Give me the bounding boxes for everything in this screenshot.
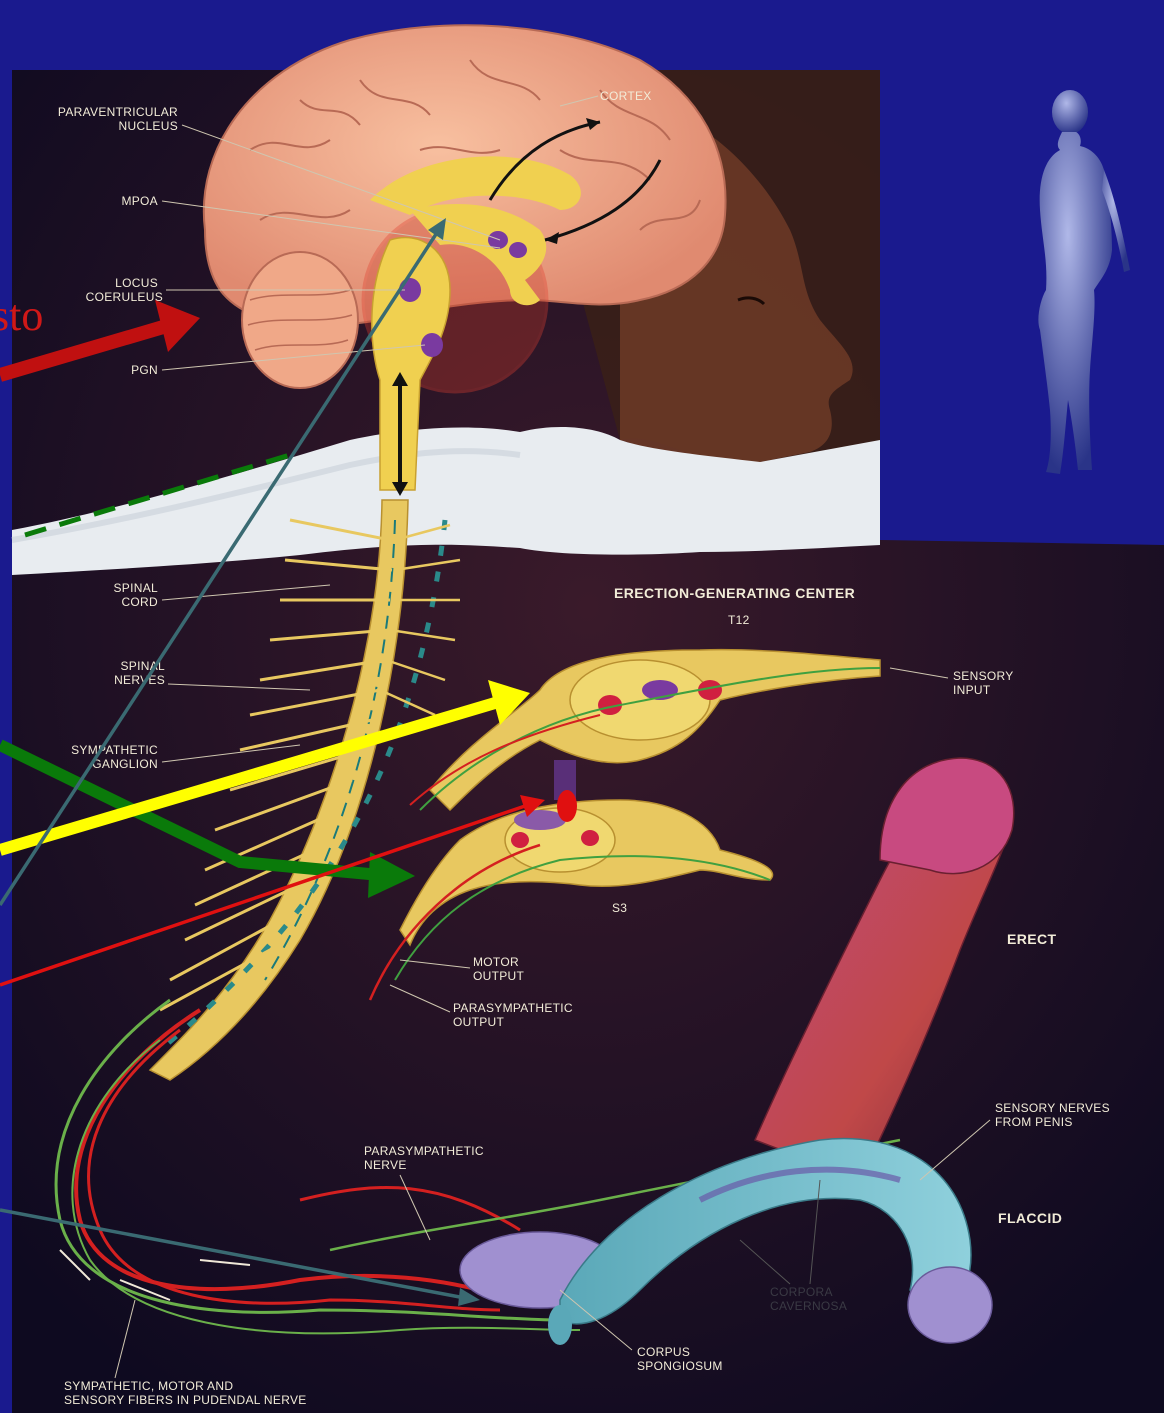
label-spinal-nerves-2: NERVES bbox=[114, 673, 165, 687]
label-cortex: CORTEX bbox=[600, 89, 652, 103]
label-spinal-cord-1: SPINAL bbox=[114, 581, 159, 595]
label-paraventricular-2: NUCLEUS bbox=[119, 119, 178, 133]
label-pudendal-1: SYMPATHETIC, MOTOR AND bbox=[64, 1379, 233, 1393]
label-parasympathetic-output-1: PARASYMPATHETIC bbox=[453, 1001, 573, 1015]
label-sensory-nerves-1: SENSORY NERVES bbox=[995, 1101, 1110, 1115]
label-parasympathetic-output-2: OUTPUT bbox=[453, 1015, 504, 1029]
label-sympathetic-ganglion-2: GANGLION bbox=[92, 757, 158, 771]
label-erect: ERECT bbox=[1007, 931, 1056, 947]
label-sensory-nerves-2: FROM PENIS bbox=[995, 1115, 1073, 1129]
label-erection-center: ERECTION-GENERATING CENTER bbox=[614, 585, 855, 601]
label-mpoa: MPOA bbox=[121, 194, 158, 208]
label-sympathetic-ganglion-1: SYMPATHETIC bbox=[71, 743, 158, 757]
label-sensory-input-2: INPUT bbox=[953, 683, 991, 697]
red-marker bbox=[557, 790, 577, 822]
label-corpus-spongiosum-1: CORPUS bbox=[637, 1345, 690, 1359]
label-locus-2: COERULEUS bbox=[86, 290, 163, 304]
label-motor-output-1: MOTOR bbox=[473, 955, 519, 969]
label-sensory-input-1: SENSORY bbox=[953, 669, 1014, 683]
label-corpus-spongiosum-2: SPONGIOSUM bbox=[637, 1359, 723, 1373]
label-parasympathetic-nerve-1: PARASYMPATHETIC bbox=[364, 1144, 484, 1158]
label-spinal-cord-2: CORD bbox=[121, 595, 158, 609]
label-paraventricular-1: PARAVENTRICULAR bbox=[58, 105, 178, 119]
label-flaccid: FLACCID bbox=[998, 1210, 1062, 1226]
label-corpora-cavernosa-1: CORPORA bbox=[770, 1285, 833, 1299]
label-s3: S3 bbox=[612, 901, 627, 915]
label-motor-output-2: OUTPUT bbox=[473, 969, 524, 983]
label-pgn: PGN bbox=[131, 363, 158, 377]
label-parasympathetic-nerve-2: NERVE bbox=[364, 1158, 407, 1172]
partial-slide-word: sto bbox=[0, 291, 43, 340]
label-t12: T12 bbox=[728, 613, 750, 627]
label-corpora-cavernosa-2: CAVERNOSA bbox=[770, 1299, 847, 1313]
female-figure bbox=[1038, 90, 1130, 474]
label-locus-1: LOCUS bbox=[115, 276, 158, 290]
label-pudendal-2: SENSORY FIBERS IN PUDENDAL NERVE bbox=[64, 1393, 307, 1407]
